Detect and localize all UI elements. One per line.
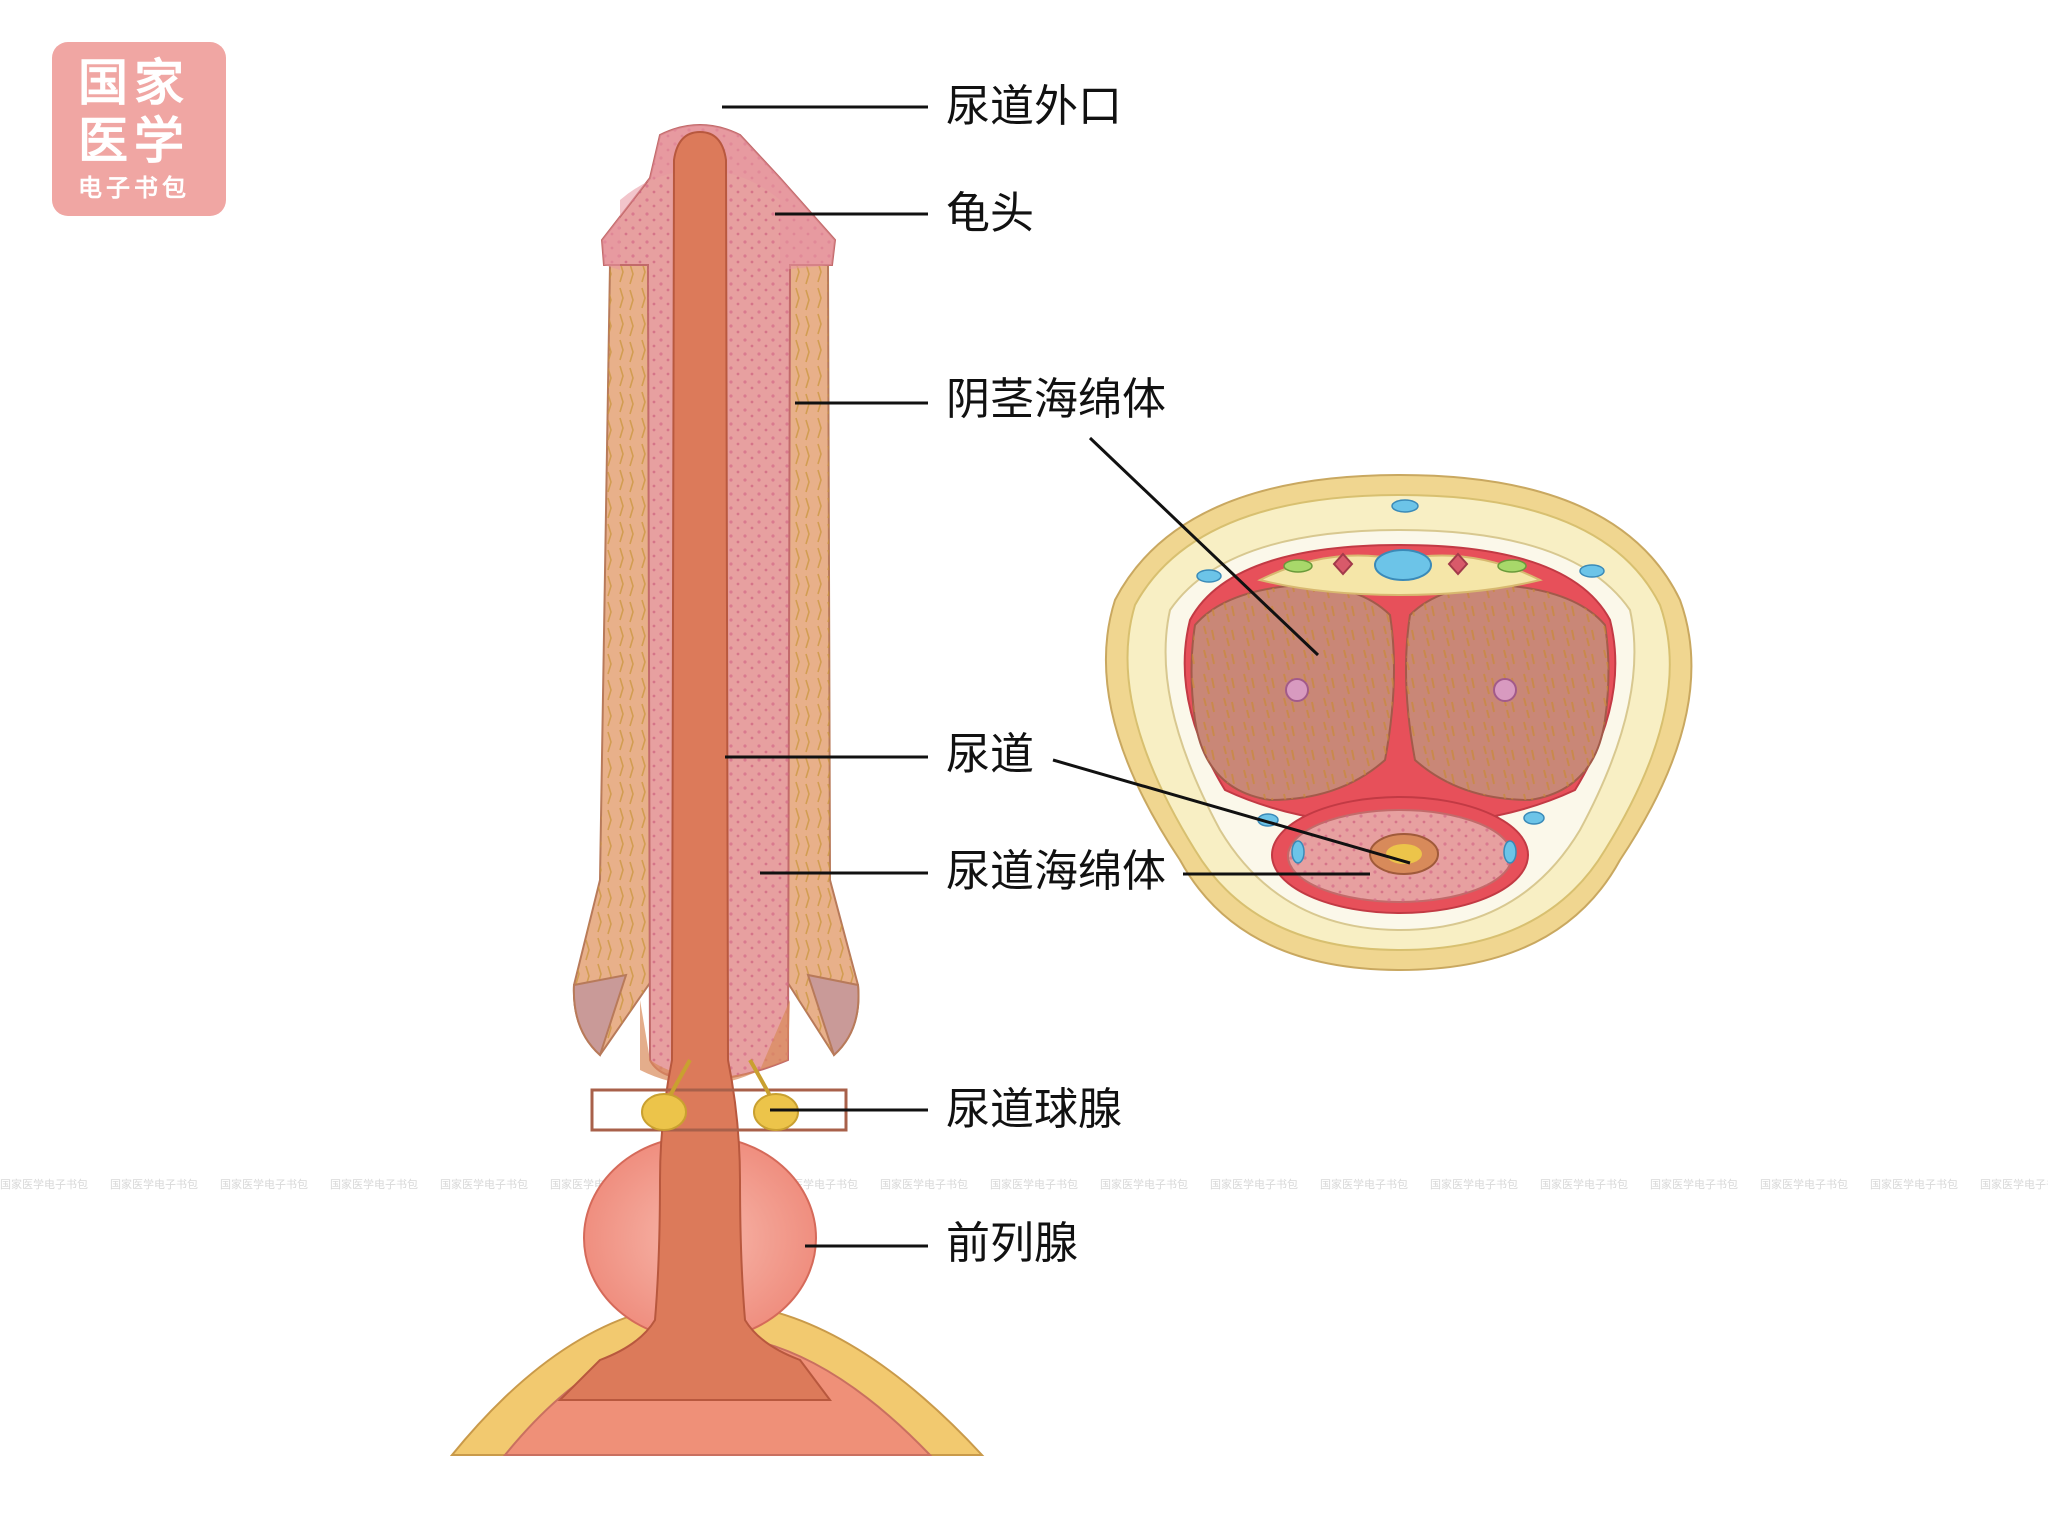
corpus-cavernosum-left [572, 264, 654, 1057]
cross-section [1105, 473, 1693, 972]
label-external-urethral-orifice: 尿道外口 [946, 81, 1122, 132]
logo-line2: 医学 [78, 111, 190, 170]
glans-shape [602, 125, 835, 270]
label-corpus-spongiosum: 尿道海绵体 [946, 846, 1166, 897]
label-bulbourethral-gland: 尿道球腺 [946, 1084, 1122, 1135]
logo-line1: 国家 [78, 53, 190, 112]
label-urethra: 尿道 [946, 729, 1034, 780]
leader-lines [722, 105, 1411, 1248]
label-prostate: 前列腺 [946, 1218, 1078, 1269]
watermark-strip: 国家医学电子书包 国家医学电子书包 国家医学电子书包 国家医学电子书包 国家医学… [0, 1178, 2048, 1191]
label-glans: 龟头 [946, 188, 1034, 239]
corpus-cavernosum-right [784, 264, 860, 1057]
logo-line3: 电子书包 [78, 173, 190, 202]
label-corpus-cavernosum: 阴茎海绵体 [946, 374, 1166, 425]
logo-badge: 国家 医学 电子书包 [52, 42, 226, 216]
